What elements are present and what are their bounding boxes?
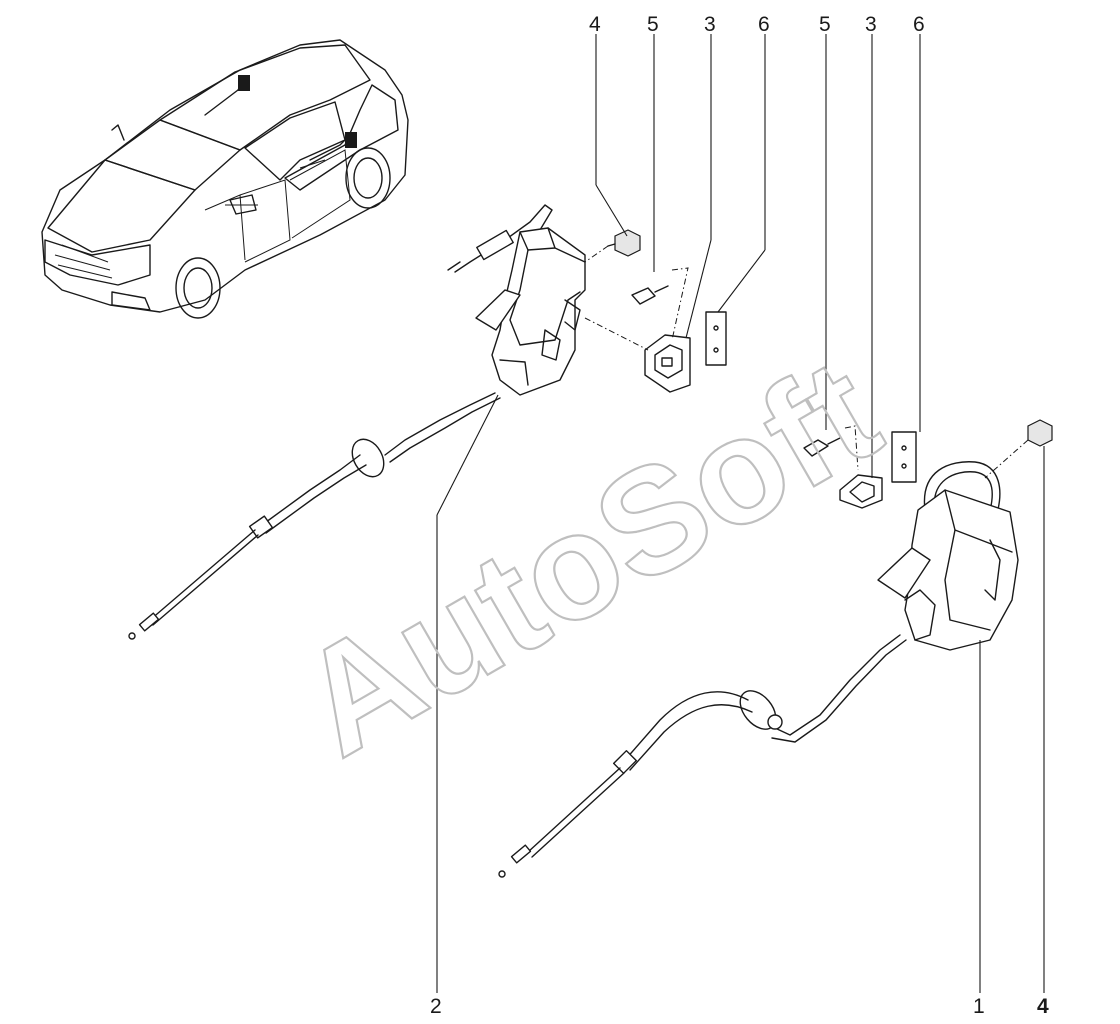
callout-top-5a: 5: [647, 13, 659, 36]
rear-door-lock-assembly: [128, 204, 586, 640]
lower-striker-set: [803, 419, 1053, 509]
upper-striker-set: [584, 229, 727, 393]
car-overview-drawing: [41, 39, 409, 319]
watermark-text: AutoSoft: [272, 326, 904, 788]
callout-bottom-1: 1: [973, 995, 985, 1018]
callout-top-6b: 6: [913, 13, 925, 36]
callout-top-5b: 5: [819, 13, 831, 36]
callout-top-6a: 6: [758, 13, 770, 36]
callout-top-4: 4: [589, 13, 601, 36]
callout-labels: 4 5 3 6 5 3 6 2 1 4: [430, 13, 1049, 1018]
callout-bottom-4: 4: [1037, 995, 1049, 1018]
callout-bottom-2: 2: [430, 995, 442, 1018]
callout-top-3b: 3: [865, 13, 877, 36]
front-door-lock-assembly: [498, 461, 1019, 878]
leader-lines: [436, 34, 1045, 993]
callout-top-3a: 3: [704, 13, 716, 36]
